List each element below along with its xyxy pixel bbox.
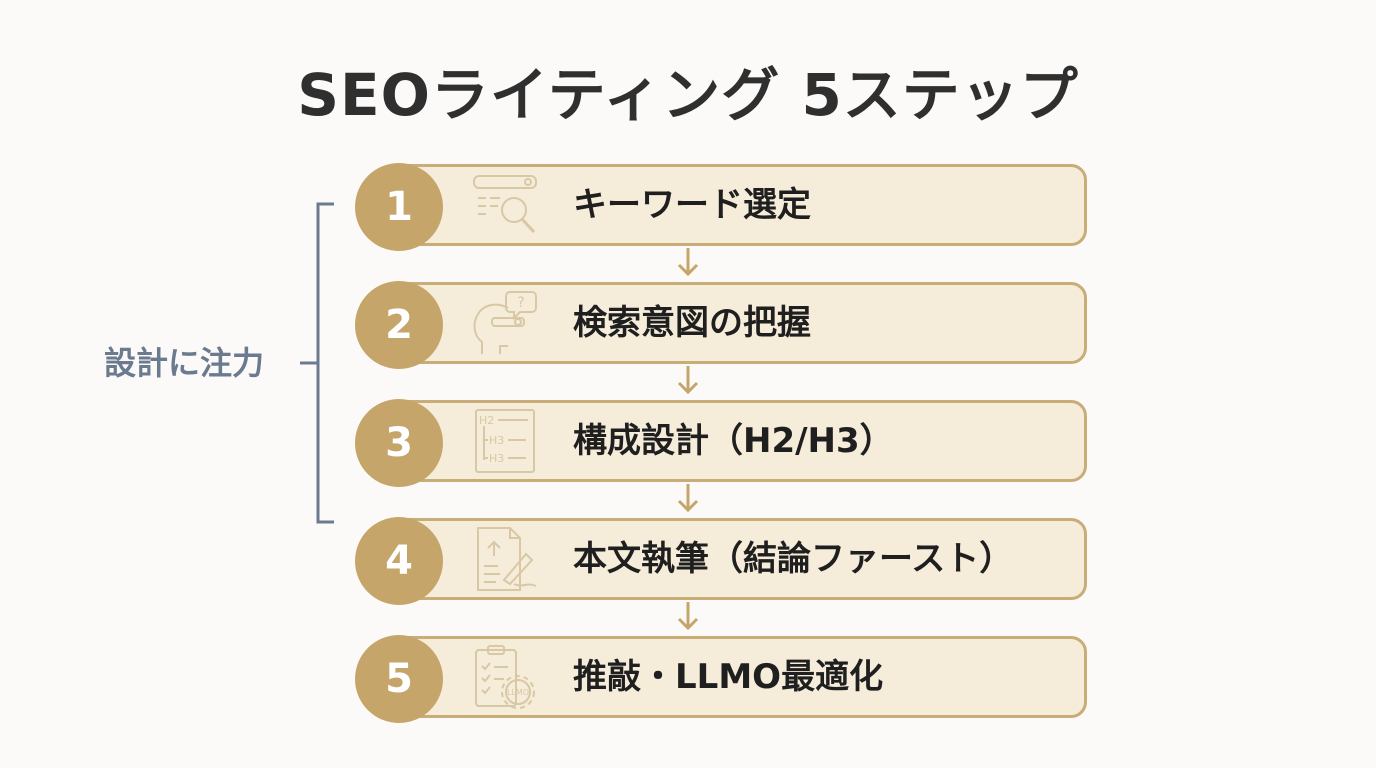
step-3: 3 H2 H3 H3 構成設計（H2/H3） xyxy=(355,399,1087,487)
step-1: 1 キーワード選定 xyxy=(355,163,1087,251)
arrow-down-icon xyxy=(677,248,699,277)
step-label: 検索意図の把握 xyxy=(573,303,811,343)
step-number: 2 xyxy=(355,281,443,369)
heading-structure-icon: H2 H3 H3 xyxy=(475,409,535,473)
arrow-down-icon xyxy=(677,484,699,513)
arrow-down-icon xyxy=(677,602,699,631)
svg-text:LLMO: LLMO xyxy=(507,688,529,697)
document-writing-icon xyxy=(477,527,537,591)
svg-text:H2: H2 xyxy=(479,414,494,427)
keyword-search-icon xyxy=(473,175,537,234)
step-number: 4 xyxy=(355,517,443,605)
bracket-line xyxy=(300,202,334,524)
step-2: 2 ? 検索意図の把握 xyxy=(355,281,1087,369)
step-bar xyxy=(377,400,1087,482)
head-search-intent-icon: ? xyxy=(473,291,537,354)
bracket-label: 設計に注力 xyxy=(104,344,265,382)
page-title: SEOライティング 5ステップ xyxy=(297,61,1079,129)
step-number: 1 xyxy=(355,163,443,251)
svg-text:?: ? xyxy=(517,295,524,311)
step-number: 3 xyxy=(355,399,443,487)
arrow-down-icon xyxy=(677,366,699,395)
svg-text:H3: H3 xyxy=(489,452,504,465)
checklist-gear-icon: LLMO xyxy=(475,645,535,709)
step-label: 推敲・LLMO最適化 xyxy=(573,657,884,697)
step-4: 4 本文執筆（結論ファースト） xyxy=(355,517,1087,605)
step-label: キーワード選定 xyxy=(573,185,811,225)
step-number: 5 xyxy=(355,635,443,723)
step-5: 5 LLMO 推敲・LLMO最適化 xyxy=(355,635,1087,723)
step-bar xyxy=(377,282,1087,364)
step-bar xyxy=(377,518,1087,600)
step-label: 本文執筆（結論ファースト） xyxy=(573,539,1014,579)
step-label: 構成設計（H2/H3） xyxy=(573,421,894,461)
svg-text:H3: H3 xyxy=(489,434,504,447)
